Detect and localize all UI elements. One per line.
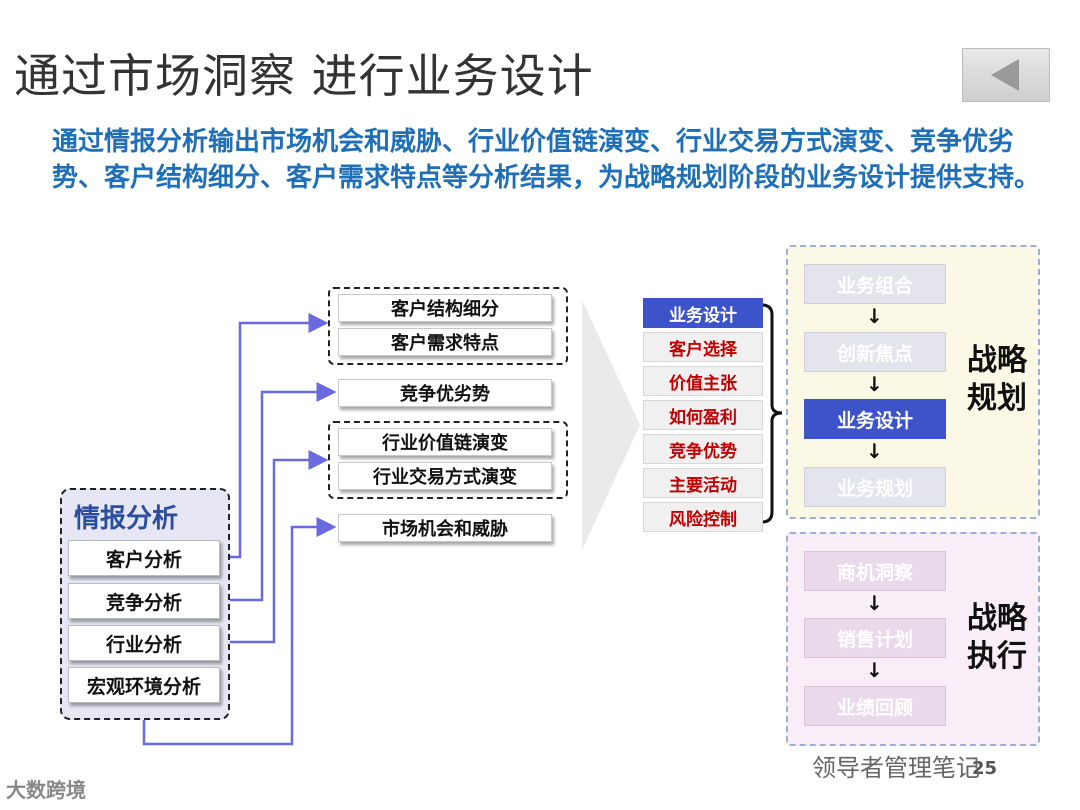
design-head: 业务设计: [643, 298, 763, 328]
output-competitive-position: 竞争优劣势: [338, 379, 552, 407]
page-number: 25: [972, 758, 998, 779]
execution-label: 战略执行: [967, 601, 1027, 674]
intel-item-competition[interactable]: 竞争分析: [68, 583, 220, 619]
flow-chevron: [582, 300, 640, 550]
intel-item-macro[interactable]: 宏观环境分析: [68, 667, 220, 703]
design-item-competitive-advantage: 竞争优势: [643, 434, 763, 464]
arrow-down-icon: ↓: [866, 304, 883, 328]
execution-step-review: 业绩回顾: [804, 686, 946, 726]
planning-label: 战略规划: [967, 343, 1027, 416]
execution-step-sales-plan: 销售计划: [804, 618, 946, 658]
intel-item-industry[interactable]: 行业分析: [68, 625, 220, 661]
connector-customer: [226, 313, 329, 559]
design-item-risk-control: 风险控制: [643, 502, 763, 532]
arrow-down-icon: ↓: [866, 658, 883, 682]
output-group-customer: [328, 287, 568, 365]
watermark-left: 大数跨境: [6, 778, 86, 802]
design-item-profit-model: 如何盈利: [643, 400, 763, 430]
planning-step-business-design: 业务设计: [804, 399, 946, 439]
intel-item-customer[interactable]: 客户分析: [68, 540, 220, 576]
planning-step-business-plan: 业务规划: [804, 467, 946, 507]
design-item-customer-selection: 客户选择: [643, 332, 763, 362]
planning-step-innovation: 创新焦点: [804, 332, 946, 372]
execution-step-opportunity: 商机洞察: [804, 551, 946, 591]
back-arrow-icon: [991, 59, 1019, 91]
page-title: 通过市场洞察 进行业务设计: [14, 49, 594, 103]
summary-text: 通过情报分析输出市场机会和威胁、行业价值链演变、行业交易方式演变、竞争优劣势、客…: [52, 127, 1041, 193]
intel-title: 情报分析: [74, 504, 179, 534]
design-item-value-proposition: 价值主张: [643, 366, 763, 396]
arrow-down-icon: ↓: [866, 439, 883, 463]
output-trade-mode: 行业交易方式演变: [338, 462, 552, 490]
output-market-opportunity: 市场机会和威胁: [338, 514, 552, 542]
arrow-down-icon: ↓: [866, 591, 883, 615]
output-customer-needs: 客户需求特点: [338, 328, 552, 356]
connector-industry: [226, 450, 329, 644]
connector-macro: [142, 517, 337, 746]
back-button[interactable]: [962, 48, 1050, 102]
output-value-chain: 行业价值链演变: [338, 428, 552, 456]
design-item-key-activities: 主要活动: [643, 468, 763, 498]
watermark-right: 领导者管理笔记: [812, 754, 980, 782]
planning-step-portfolio: 业务组合: [804, 264, 946, 304]
connector-competition: [226, 382, 337, 602]
design-bracket: [761, 303, 783, 524]
output-group-industry: [328, 421, 568, 499]
output-customer-segment: 客户结构细分: [338, 294, 552, 322]
arrow-down-icon: ↓: [866, 372, 883, 396]
